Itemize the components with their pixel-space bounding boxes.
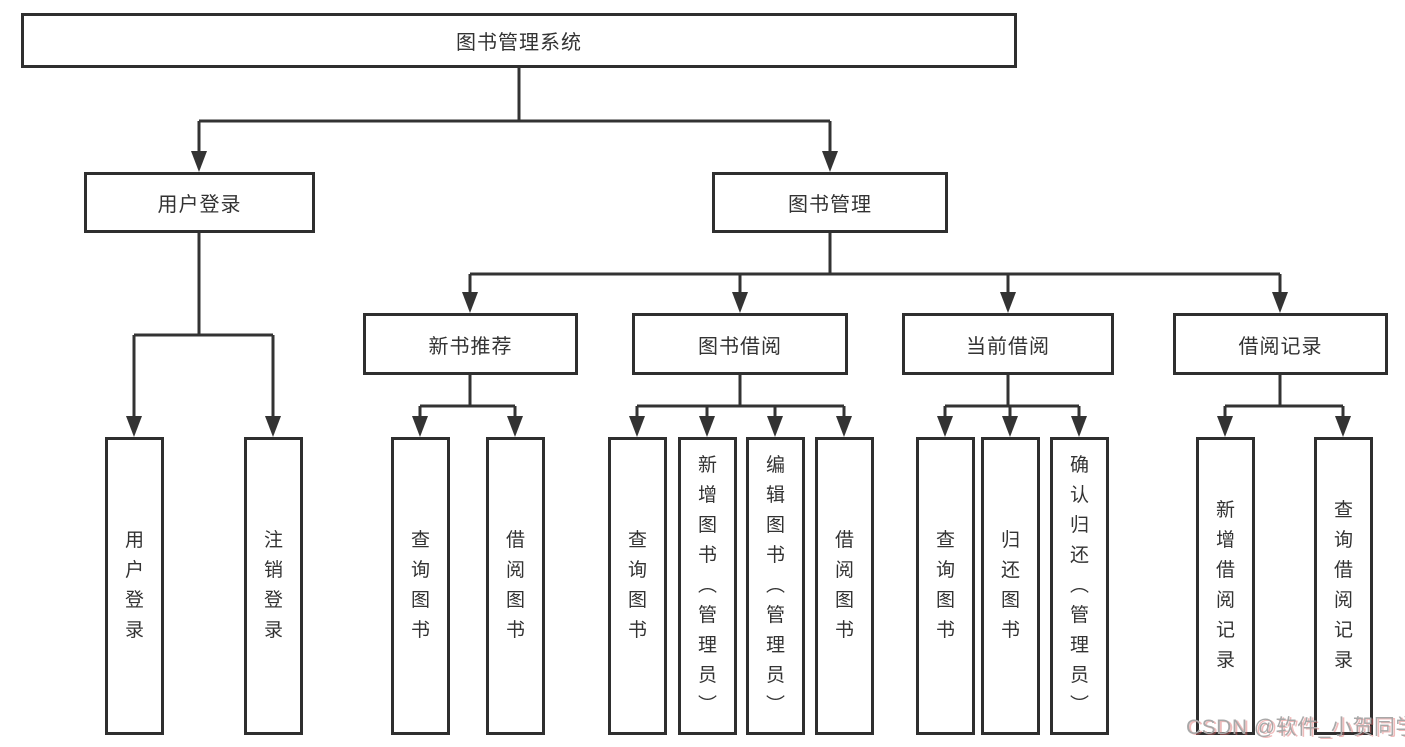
leaf-br-query-record-label: 查询借阅记录 [1333,500,1353,671]
arrowhead [1002,416,1018,437]
arrowhead [126,416,142,437]
leaf-nb-query-books: 查询图书 [391,437,450,735]
connector-root-to-level1 [197,68,832,152]
arrowhead [1071,416,1087,437]
node-book-management: 图书管理 [712,172,948,233]
arrowhead [1217,416,1233,437]
arrowhead [265,416,281,437]
arrowhead [937,416,953,437]
arrowhead [507,416,523,437]
node-book-borrow: 图书借阅 [632,313,848,375]
leaf-bb-query-books-label: 查询图书 [627,530,647,641]
leaf-cb-confirm-return-admin-label: 确认归还︵管理员︶ [1069,455,1089,716]
leaf-br-add-record-label: 新增借阅记录 [1215,500,1235,671]
connector-borrow-records-children [1223,375,1345,418]
leaf-nb-borrow-books: 借阅图书 [486,437,545,735]
arrowhead [822,151,838,172]
leaf-cb-confirm-return-admin: 确认归还︵管理员︶ [1050,437,1109,735]
leaf-bb-borrow-books: 借阅图书 [815,437,874,735]
node-user-login-label: 用户登录 [157,194,242,216]
leaf-logout: 注销登录 [244,437,303,735]
connector-book-mgmt-children [468,233,1282,293]
node-current-borrow: 当前借阅 [902,313,1114,375]
leaf-bb-add-books-admin: 新增图书︵管理员︶ [678,437,737,735]
leaf-user-login: 用户登录 [105,437,164,735]
node-borrow-records: 借阅记录 [1173,313,1388,375]
node-new-book-recommend-label: 新书推荐 [428,335,513,358]
arrowhead [1000,292,1016,313]
arrowhead [1335,416,1351,437]
node-user-login: 用户登录 [84,172,315,233]
arrowhead [699,416,715,437]
connector-current-borrow-children [943,375,1081,418]
arrowhead [836,416,852,437]
leaf-nb-query-books-label: 查询图书 [410,530,430,641]
leaf-bb-add-books-admin-label: 新增图书︵管理员︶ [697,455,717,716]
node-current-borrow-label: 当前借阅 [966,335,1050,358]
arrowhead [191,151,207,172]
arrowhead [629,416,645,437]
leaf-bb-edit-books-admin: 编辑图书︵管理员︶ [746,437,805,735]
leaf-cb-query-books-label: 查询图书 [935,530,955,641]
node-book-borrow-label: 图书借阅 [698,335,782,358]
leaf-bb-borrow-books-label: 借阅图书 [834,530,854,641]
node-new-book-recommend: 新书推荐 [363,313,578,375]
leaf-user-login-label: 用户登录 [124,530,144,641]
arrowhead [732,292,748,313]
arrowhead [1272,292,1288,313]
leaf-cb-query-books: 查询图书 [916,437,975,735]
node-root-system: 图书管理系统 [21,13,1017,68]
arrowhead [767,416,783,437]
node-book-management-label: 图书管理 [788,194,872,216]
node-root-system-label: 图书管理系统 [456,32,582,54]
connector-new-book-children [418,375,517,418]
node-borrow-records-label: 借阅记录 [1238,335,1323,358]
connector-book-borrow-children [635,375,846,418]
leaf-nb-borrow-books-label: 借阅图书 [505,530,525,641]
leaf-bb-edit-books-admin-label: 编辑图书︵管理员︶ [765,455,785,716]
leaf-logout-label: 注销登录 [263,530,283,641]
csdn-watermark: CSDN @软件_小贺同学 [1186,716,1405,739]
leaf-cb-return-books: 归还图书 [981,437,1040,735]
connector-user-login-children [132,233,275,418]
leaf-br-query-record: 查询借阅记录 [1314,437,1373,735]
arrowhead [412,416,428,437]
leaf-cb-return-books-label: 归还图书 [1000,530,1020,641]
arrowhead [462,292,478,313]
leaf-bb-query-books: 查询图书 [608,437,667,735]
leaf-br-add-record: 新增借阅记录 [1196,437,1255,735]
